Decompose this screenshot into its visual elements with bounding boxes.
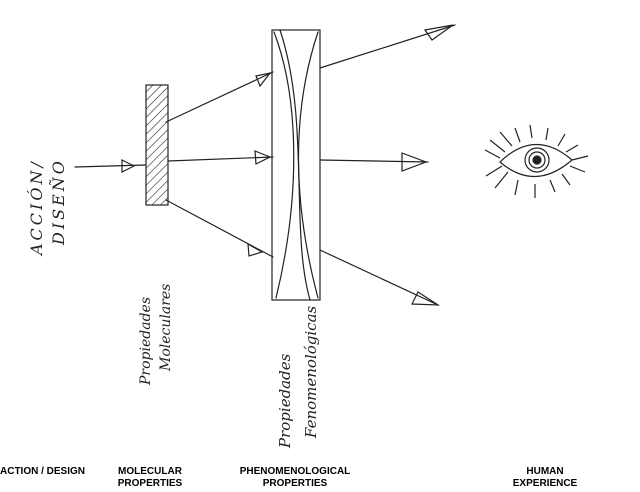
eye-icon [484,124,589,198]
out-ray-mid [319,159,429,163]
handwritten-phenomenological: Propiedades Fenomenológicas [276,305,320,449]
ray-mid [167,156,274,162]
molecular-block [145,84,169,206]
handwritten-action: ACCIÓN/ DISEÑO [26,151,68,257]
incoming-ray [74,164,147,168]
out-ray-bottom [319,249,439,306]
out-ray-top [319,24,456,69]
ray-top [165,71,274,123]
label-action-design: ACTION / DESIGN [0,466,86,477]
phenomenological-block [271,29,321,301]
handwritten-molecular: Propiedades Moleculares [138,284,174,386]
arrowhead [121,159,136,173]
